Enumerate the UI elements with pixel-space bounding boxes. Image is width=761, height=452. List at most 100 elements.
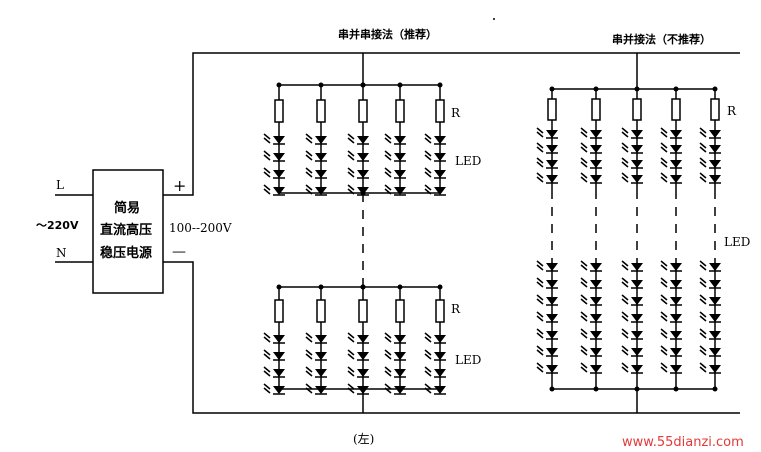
led-light-arrow (580, 161, 588, 168)
led-light-arrow (384, 370, 392, 377)
led-light-arrow (384, 383, 392, 390)
led-diode (357, 352, 369, 360)
resistor (316, 299, 326, 323)
led-diode (670, 130, 682, 138)
led-diode (670, 365, 682, 373)
led-light-arrow (263, 353, 271, 360)
led-light-arrow (384, 188, 392, 195)
left-top-resistor-label: R (451, 106, 461, 120)
led-light-arrow (263, 387, 271, 394)
led-light-arrow (536, 298, 544, 305)
psu-label-line3: 稳压电源 (100, 245, 152, 261)
led-light-arrow (621, 366, 629, 373)
led-light-arrow (580, 146, 588, 153)
led-light-arrow (699, 176, 707, 183)
junction-dot (593, 386, 599, 392)
led-light-arrow (263, 349, 271, 356)
junction-dot (712, 386, 718, 392)
neutral-label: N (56, 246, 67, 260)
led-light-arrow (660, 366, 668, 373)
led-diode (357, 369, 369, 377)
led-diode (273, 352, 285, 360)
led-diode (315, 352, 327, 360)
led-light-arrow (536, 311, 544, 318)
led-light-arrow (536, 176, 544, 183)
led-diode (546, 263, 558, 271)
led-light-arrow (621, 311, 629, 318)
led-light-arrow (699, 146, 707, 153)
led-light-arrow (699, 362, 707, 369)
led-diode (546, 365, 558, 373)
led-light-arrow (621, 157, 629, 164)
resistor (395, 99, 405, 123)
led-diode (590, 160, 602, 168)
led-diode (315, 369, 327, 377)
led-light-arrow (699, 172, 707, 179)
led-diode (670, 160, 682, 168)
led-light-arrow (536, 146, 544, 153)
led-light-arrow (305, 332, 313, 339)
led-light-arrow (384, 154, 392, 161)
led-light-arrow (347, 184, 355, 191)
led-diode (434, 187, 446, 195)
led-light-arrow (384, 133, 392, 140)
led-light-arrow (621, 362, 629, 369)
right-resistor-label: R (727, 104, 737, 118)
led-diode (631, 348, 643, 356)
led-light-arrow (621, 131, 629, 138)
led-light-arrow (660, 349, 668, 356)
junction-dot (360, 190, 366, 196)
led-light-arrow (536, 328, 544, 335)
resistor (632, 98, 642, 121)
led-light-arrow (699, 332, 707, 339)
led-light-arrow (347, 133, 355, 140)
resistor (435, 99, 445, 123)
led-diode (315, 153, 327, 161)
led-light-arrow (660, 127, 668, 134)
led-light-arrow (580, 260, 588, 267)
led-diode (631, 175, 643, 183)
led-diode (434, 386, 446, 394)
led-diode (709, 365, 721, 373)
led-light-arrow (621, 315, 629, 322)
led-light-arrow (536, 127, 544, 134)
negative-bus (163, 261, 740, 414)
led-diode (357, 335, 369, 343)
led-light-arrow (580, 294, 588, 301)
led-light-arrow (621, 294, 629, 301)
led-light-arrow (536, 161, 544, 168)
led-light-arrow (305, 383, 313, 390)
led-light-arrow (699, 349, 707, 356)
led-diode (273, 170, 285, 178)
led-diode (315, 335, 327, 343)
led-light-arrow (263, 150, 271, 157)
led-light-arrow (305, 353, 313, 360)
led-light-arrow (305, 336, 313, 343)
led-diode (590, 348, 602, 356)
led-light-arrow (536, 142, 544, 149)
led-light-arrow (536, 349, 544, 356)
led-light-arrow (305, 133, 313, 140)
led-light-arrow (263, 171, 271, 178)
led-diode (394, 170, 406, 178)
led-light-arrow (424, 387, 432, 394)
led-light-arrow (536, 366, 544, 373)
led-diode (546, 145, 558, 153)
led-light-arrow (424, 370, 432, 377)
led-light-arrow (305, 137, 313, 144)
led-diode (546, 175, 558, 183)
led-light-arrow (305, 154, 313, 161)
led-light-arrow (580, 345, 588, 352)
resistor (395, 299, 405, 323)
led-light-arrow (660, 332, 668, 339)
right-circuit-title: 串并接法（不推荐） (612, 32, 711, 46)
led-light-arrow (580, 176, 588, 183)
led-diode (546, 348, 558, 356)
led-light-arrow (621, 298, 629, 305)
led-light-arrow (384, 336, 392, 343)
led-light-arrow (580, 362, 588, 369)
led-diode (357, 153, 369, 161)
led-diode (709, 145, 721, 153)
led-light-arrow (580, 298, 588, 305)
led-diode (273, 136, 285, 144)
